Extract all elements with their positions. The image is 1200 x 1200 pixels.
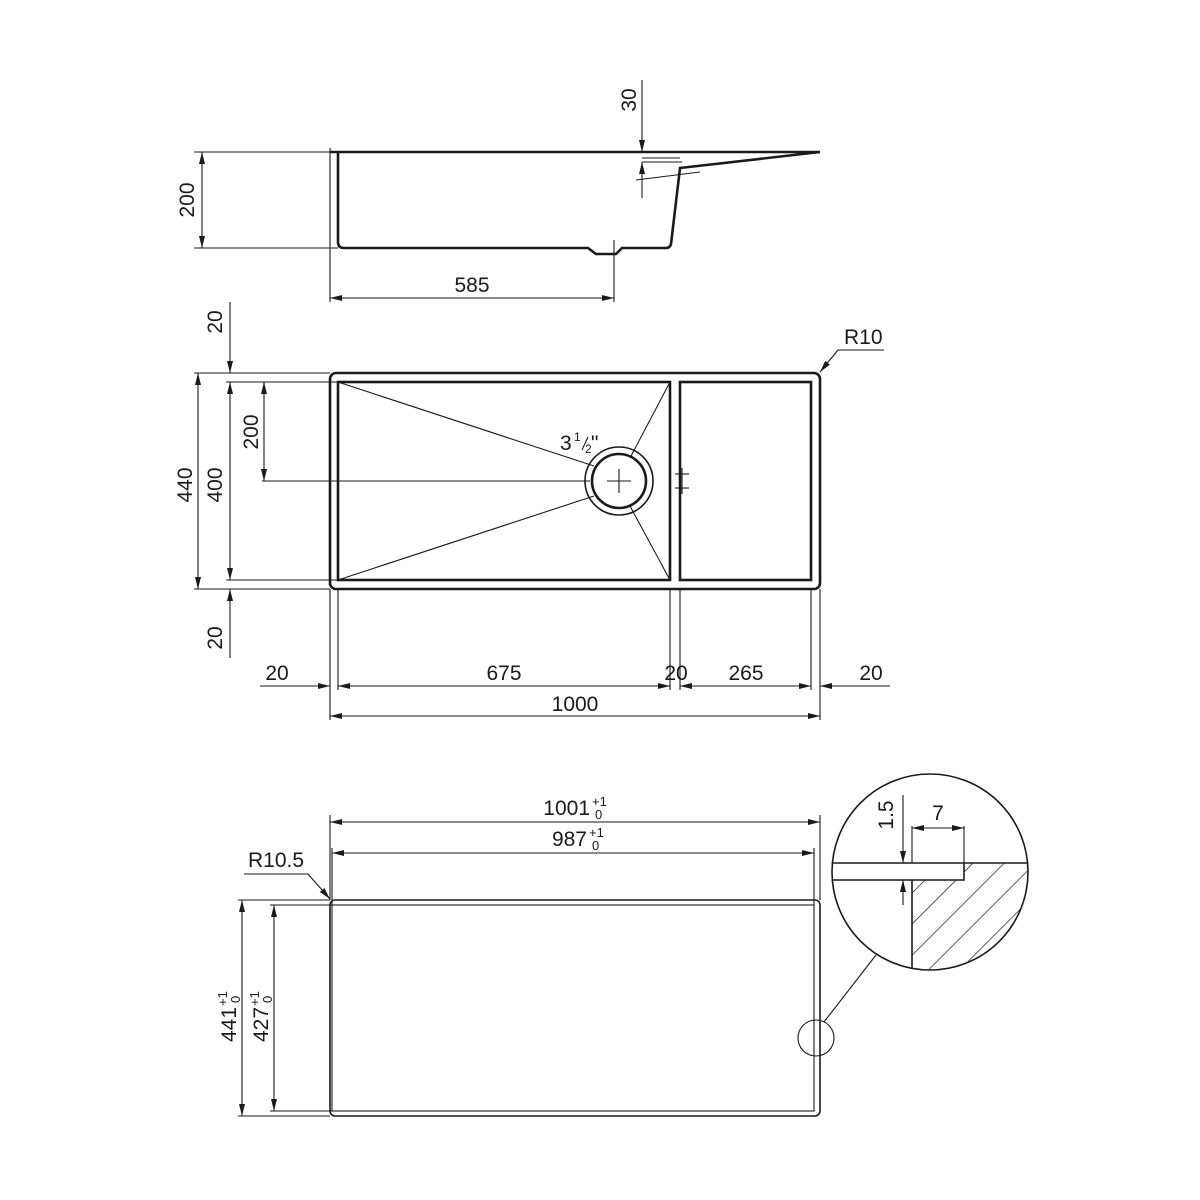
- top-bowl-depth-label: 400: [204, 467, 227, 502]
- top-drain-center-label: 200: [240, 414, 263, 449]
- top-view: 3 1 2 " R10 440 400 200 20 20: [174, 302, 890, 720]
- side-depth-label: 200: [176, 182, 199, 217]
- svg-text:+1: +1: [215, 991, 230, 1006]
- side-offset-label: 30: [618, 88, 641, 111]
- svg-text:987: 987: [552, 828, 587, 851]
- top-corner-radius-label: R10: [844, 326, 883, 349]
- svg-text:2: 2: [585, 442, 592, 456]
- svg-text:3: 3: [560, 432, 572, 455]
- detail-marker: [797, 1019, 835, 1057]
- svg-text:427: 427: [250, 1007, 273, 1042]
- side-view: 200 30 585: [176, 80, 821, 302]
- top-margin-right-label: 20: [859, 662, 882, 685]
- cutout-corner-radius-label: R10.5: [248, 849, 304, 872]
- svg-text:1001: 1001: [543, 797, 590, 820]
- side-drain-position-label: 585: [454, 274, 489, 297]
- cutout-outer: [329, 899, 821, 1117]
- detail-thickness-label: 1.5: [875, 800, 898, 829]
- svg-text:0: 0: [595, 807, 602, 822]
- cutout-view: 1001 +1 0 987 +1 0 441 +1 0 427 +1 0 R10…: [215, 773, 1029, 1117]
- svg-text:441: 441: [218, 1007, 241, 1042]
- svg-text:": ": [591, 432, 598, 455]
- top-margin-top-label: 20: [204, 310, 227, 333]
- drain-size-label: 3 1 2 ": [560, 430, 598, 456]
- top-overall-depth-label: 440: [174, 467, 197, 502]
- cutout-outer-width-label: 1001 +1 0: [543, 794, 607, 822]
- cutout-inner-depth-label: 427 +1 0: [247, 991, 275, 1042]
- cutout-inner: [331, 904, 815, 1112]
- detail-width-label: 7: [932, 802, 944, 825]
- cutout-inner-width-label: 987 +1 0: [552, 825, 604, 853]
- cutout-outer-depth-label: 441 +1 0: [215, 991, 243, 1042]
- svg-text:+1: +1: [589, 825, 604, 840]
- drain-hole: [584, 446, 654, 516]
- svg-text:0: 0: [228, 996, 243, 1003]
- svg-text:0: 0: [260, 996, 275, 1003]
- top-margin-left-label: 20: [265, 662, 288, 685]
- detail-section: [832, 862, 1028, 970]
- svg-text:+1: +1: [592, 794, 607, 809]
- drainboard: [678, 380, 813, 582]
- top-bowl-width-label: 675: [486, 662, 521, 685]
- top-margin-bottom-label: 20: [204, 626, 227, 649]
- top-drainboard-width-label: 265: [728, 662, 763, 685]
- svg-text:1: 1: [574, 430, 581, 444]
- sink-profile: [330, 150, 821, 256]
- top-divider-width-label: 20: [664, 662, 687, 685]
- svg-text:+1: +1: [247, 991, 262, 1006]
- svg-text:0: 0: [592, 838, 599, 853]
- top-overall-width-label: 1000: [552, 693, 599, 716]
